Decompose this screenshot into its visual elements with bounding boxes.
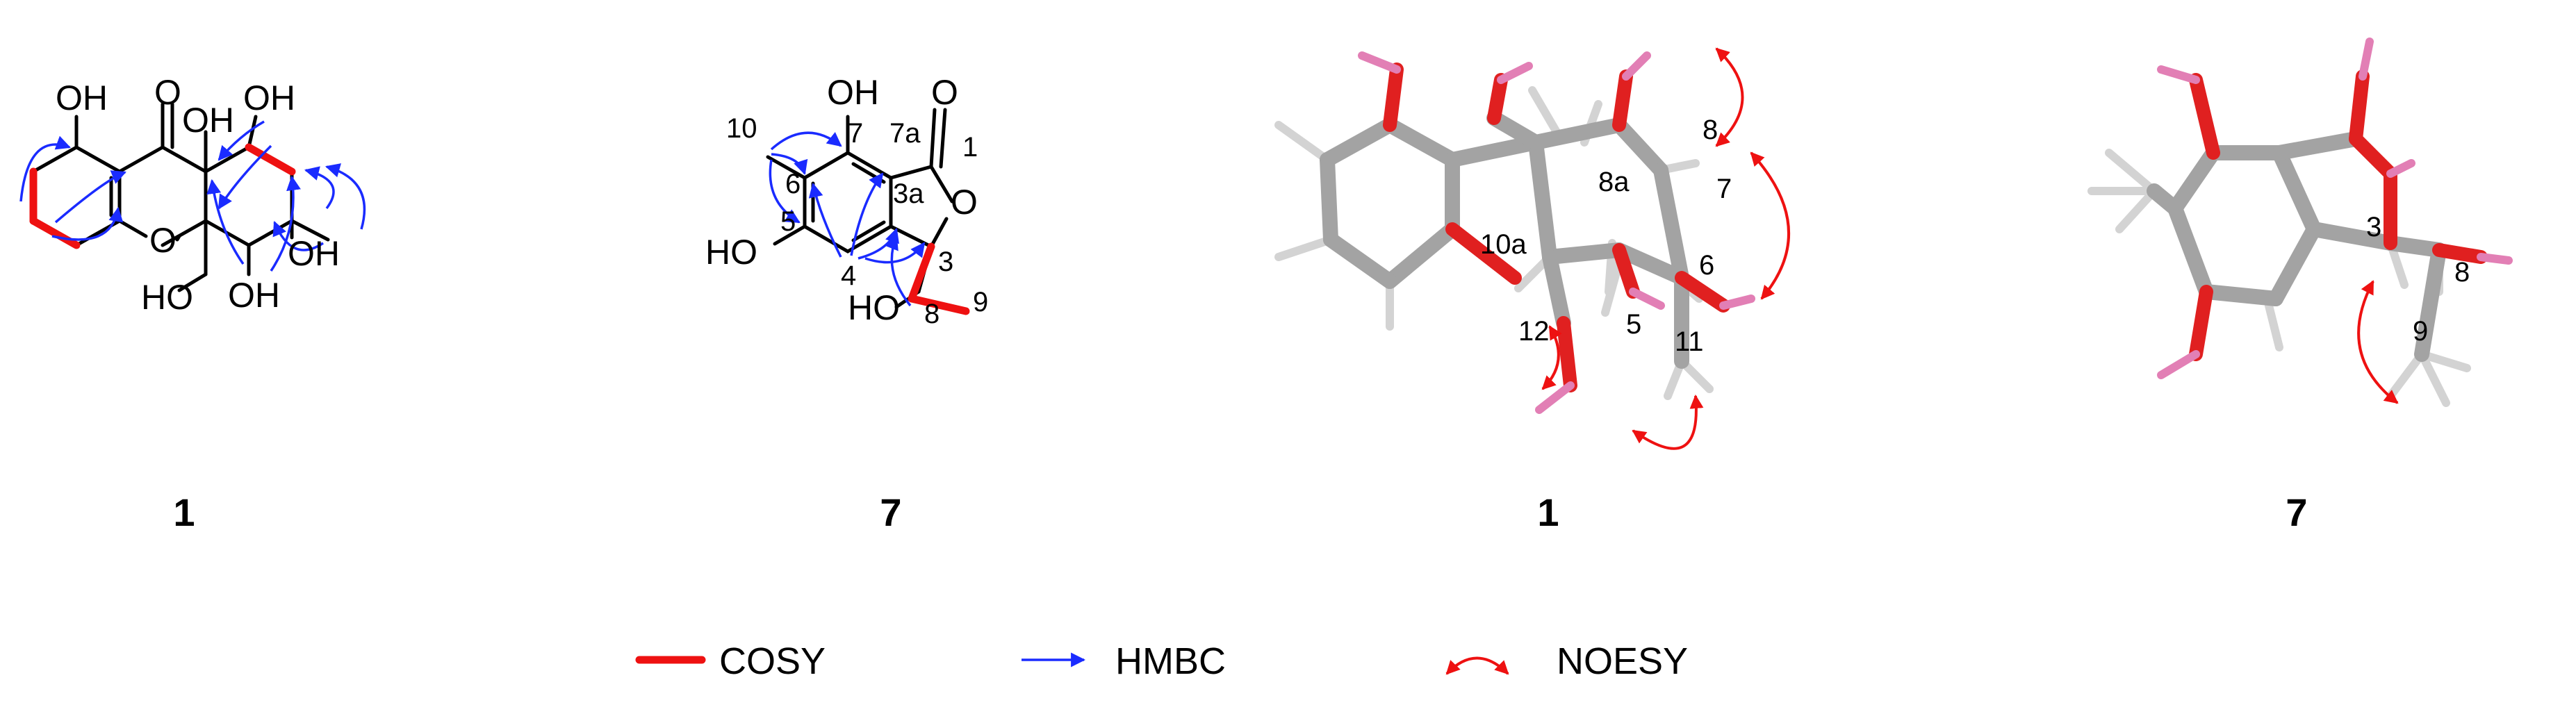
- atom-label: HO: [848, 288, 900, 327]
- atom-label: OH: [288, 234, 340, 273]
- locant-label: 9: [2413, 316, 2428, 347]
- atom-label: O: [931, 73, 958, 112]
- structure-1-3d-oxygens: [1358, 51, 1755, 414]
- locant-label: 9: [973, 287, 988, 317]
- atom-label: OH: [182, 101, 234, 140]
- locant-label: 6: [785, 169, 801, 199]
- structure-7-bonds: [766, 108, 970, 315]
- locant-label: 10: [726, 113, 757, 144]
- structure-7-3d-labels: 3 8 9: [2366, 212, 2470, 347]
- atom-label: OH: [228, 276, 280, 315]
- compound-label-7: 7: [880, 490, 901, 534]
- compound-label-1-3d: 1: [1537, 490, 1559, 534]
- atom-label: OH: [56, 78, 108, 117]
- locant-label: 11: [1675, 326, 1704, 357]
- structure-1-2d: OH O OH OH O OH HO OH 1: [19, 73, 366, 534]
- locant-label: 3: [2366, 212, 2381, 242]
- noesy-legend-label: NOESY: [1557, 640, 1688, 682]
- locant-label: 6: [1699, 250, 1714, 281]
- locant-label: 8: [2454, 257, 2470, 288]
- structure-1-atom-labels: OH O OH OH O OH HO OH: [56, 73, 340, 317]
- atom-label: OH: [243, 78, 295, 117]
- locant-label: 1: [962, 132, 978, 163]
- structure-7-3d-noesy-arrow: [2357, 280, 2399, 404]
- compound-label-7-3d: 7: [2286, 490, 2307, 534]
- structure-7-2d: OH O O HO HO 10 7 7a 1 6 3a 5 4 3 8 9 7: [705, 73, 988, 534]
- structure-1-3d-labels: 8 8a 7 10a 6 12 5 11: [1480, 115, 1732, 357]
- noesy-legend-swatch: [1445, 656, 1509, 675]
- structure-1-hmbc-arrows: [19, 120, 366, 272]
- compound-label-1: 1: [173, 490, 195, 534]
- locant-label: 7a: [889, 118, 921, 149]
- atom-label: HO: [141, 278, 193, 317]
- structure-1-3d-carbon-bonds: [1320, 110, 1689, 369]
- locant-label: 4: [841, 260, 856, 291]
- locant-label: 10a: [1480, 229, 1527, 260]
- structure-7-labels: OH O O HO HO 10 7 7a 1 6 3a 5 4 3 8 9: [705, 73, 988, 329]
- structure-7-3d-model: 3 8 9 7: [2087, 38, 2513, 534]
- locant-label: 8: [1703, 115, 1718, 145]
- hmbc-legend-label: HMBC: [1115, 640, 1226, 682]
- locant-label: 12: [1518, 316, 1550, 347]
- locant-label: 5: [780, 206, 796, 237]
- legend: COSY HMBC NOESY: [635, 640, 1688, 682]
- locant-label: 7: [848, 118, 863, 149]
- atom-label: HO: [705, 233, 757, 272]
- structure-7-3d-carbon-bonds: [2147, 131, 2447, 362]
- locant-label: 5: [1626, 309, 1641, 340]
- structure-1-bonds: [29, 102, 330, 292]
- cosy-legend-label: COSY: [719, 640, 826, 682]
- locant-label: 7: [1716, 174, 1732, 204]
- locant-label: 3: [938, 247, 953, 277]
- atom-label: O: [951, 183, 978, 222]
- locant-label: 3a: [893, 179, 924, 209]
- atom-label: OH: [827, 73, 879, 112]
- structure-7-hmbc-arrows: [769, 131, 926, 307]
- atom-label: O: [154, 73, 181, 112]
- structure-7-3d-oxygens: [2157, 38, 2513, 379]
- atom-label: O: [149, 221, 177, 260]
- locant-label: 8a: [1598, 167, 1630, 197]
- structure-1-3d-noesy-arrows: [1541, 47, 1791, 450]
- locant-label: 8: [924, 299, 940, 329]
- structure-1-3d-model: 8 8a 7 10a 6 12 5 11 1: [1274, 47, 1791, 534]
